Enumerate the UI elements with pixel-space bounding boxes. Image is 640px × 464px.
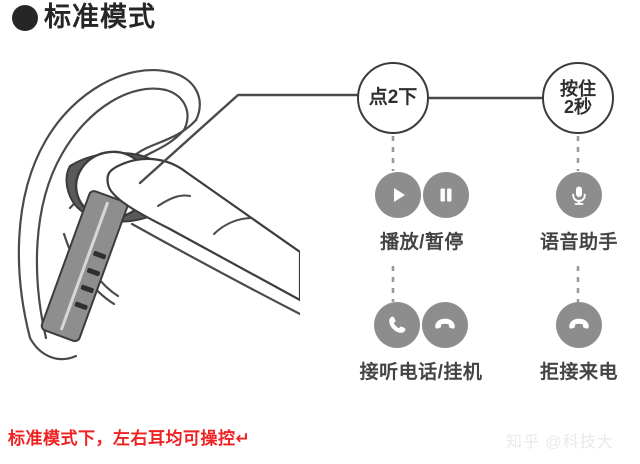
microphone-icon[interactable] <box>556 172 602 218</box>
gesture-node-tap-label: 点2下 <box>368 87 418 109</box>
action-reject-call[interactable]: 拒接来电 <box>524 302 634 384</box>
gesture-node-hold[interactable]: 按住 2秒 <box>542 62 614 134</box>
pause-icon[interactable] <box>423 172 469 218</box>
action-answer-hangup[interactable]: 接听电话/挂机 <box>326 302 516 384</box>
gesture-node-tap[interactable]: 点2下 <box>357 62 429 134</box>
play-icon[interactable] <box>375 172 421 218</box>
phone-hangup-icon[interactable] <box>556 302 602 348</box>
action-reject-call-icons <box>556 302 602 348</box>
action-play-pause-icons <box>375 172 469 218</box>
action-answer-hangup-icons <box>374 302 468 348</box>
phone-answer-icon[interactable] <box>374 302 420 348</box>
action-play-pause[interactable]: 播放/暂停 <box>336 172 508 254</box>
action-reject-call-label: 拒接来电 <box>539 362 618 383</box>
filled-circle-icon <box>12 4 38 31</box>
gesture-node-hold-label-line1: 按住 <box>560 78 596 99</box>
watermark: 知乎 @科技大 <box>506 434 614 451</box>
phone-hangup-icon[interactable] <box>422 302 468 348</box>
action-voice-assistant-label: 语音助手 <box>539 232 618 253</box>
gesture-node-hold-label-line2: 2秒 <box>563 97 592 117</box>
finger-shape <box>106 157 302 302</box>
footer-caption: 标准模式下，左右耳均可操控↵ <box>8 429 251 448</box>
page-title: 标准模式 <box>12 4 156 31</box>
action-voice-assistant[interactable]: 语音助手 <box>524 172 634 254</box>
action-voice-assistant-icons <box>556 172 602 218</box>
action-answer-hangup-label: 接听电话/挂机 <box>359 362 483 383</box>
page-title-text: 标准模式 <box>44 2 156 32</box>
ear-with-earbud-and-finger-illustration <box>0 38 302 378</box>
action-play-pause-label: 播放/暂停 <box>380 232 464 253</box>
